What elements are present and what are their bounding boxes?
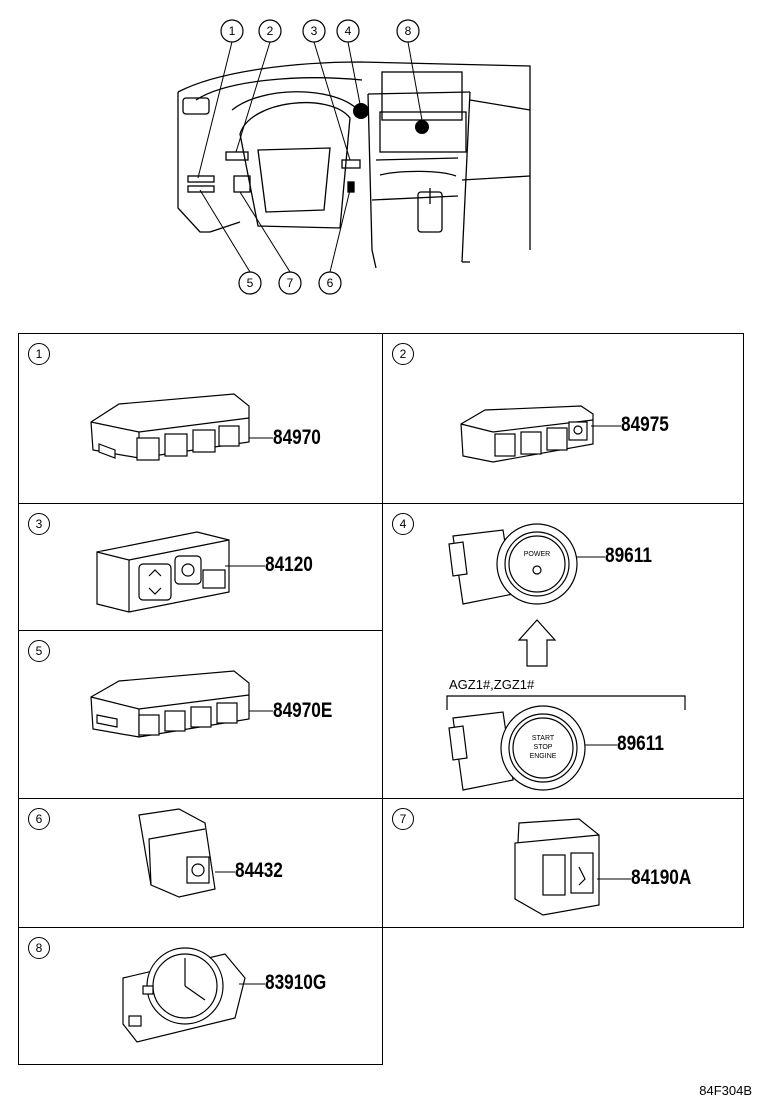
clock-illustration [122,947,265,1043]
panel-number: 3 [28,513,50,535]
callout-label: 3 [311,24,318,38]
part-number: 83910G [265,971,327,994]
button-label-engine: ENGINE [530,753,557,760]
part-number-alt: 89611 [617,732,664,755]
part-number: 84970 [273,426,321,449]
panel-number: 5 [28,640,50,662]
button-label-stop: STOP [534,744,553,751]
panel-number: 6 [28,808,50,830]
part-number: 84975 [621,413,669,436]
panel-8: 8 83910G [18,927,383,1065]
switch-illustration [138,808,235,898]
switch-assembly-illustration [90,670,273,738]
part-number: 84120 [265,553,313,576]
callout-label: 6 [327,276,334,290]
part-number: 84432 [235,859,283,882]
panel-number: 4 [392,513,414,535]
dashboard-overview-illustration: 1 2 3 4 8 5 7 6 [177,19,531,295]
panel-6: 6 84432 [18,798,383,928]
switch-assembly-illustration [96,531,265,613]
part-number: 89611 [605,544,652,567]
push-start-switch-illustration: POWER START STOP ENGINE [446,523,686,791]
part-number: 84970E [273,699,333,722]
part-number: 84190A [631,866,692,889]
panel-7: 7 84190A [382,798,744,928]
panel-2: 2 84975 [382,333,744,504]
panel-number: 1 [28,343,50,365]
panel-number: 8 [28,937,50,959]
panel-1: 1 84970 [18,333,383,504]
button-label-power: POWER [524,551,550,558]
switch-assembly-illustration [460,405,621,463]
callout-label: 5 [247,276,254,290]
switch-assembly-illustration [90,393,273,461]
callout-label: 4 [345,24,352,38]
illustration-code: 84F304B [699,1083,752,1098]
callout-label: 1 [229,24,236,38]
panel-3: 3 84120 [18,503,383,631]
callout-label: 7 [287,276,294,290]
callout-label: 8 [405,24,412,38]
panel-5: 5 84970E [18,630,383,799]
applicability-note: AGZ1#,ZGZ1# [449,677,535,692]
callout-label: 2 [267,24,274,38]
button-label-start: START [532,735,555,742]
panel-4: 4 POWER START STOP ENGINE [382,503,744,799]
panel-number: 2 [392,343,414,365]
switch-illustration [514,818,631,916]
panel-number: 7 [392,808,414,830]
